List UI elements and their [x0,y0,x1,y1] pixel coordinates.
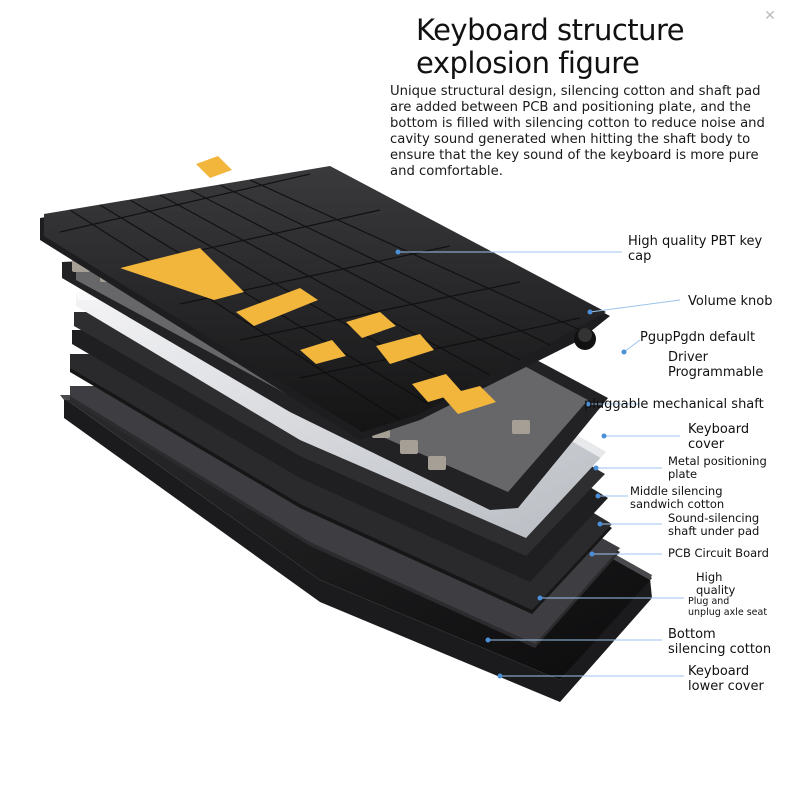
page-title: Keyboard structure explosion figure [416,14,776,80]
label-sandwich-line2: sandwich cotton [630,497,725,511]
label-keycap-line2: cap [628,249,652,264]
label-driver-line2: Programmable [668,365,764,380]
label-plate-line1: Metal positioning [668,454,767,468]
label-cover-line2: cover [688,437,725,452]
label-seat-sub: Plug and unplug axle seat [688,596,767,618]
title-line-1: Keyboard structure [416,13,685,47]
label-plate-line2: plate [668,467,698,481]
keycaps-layer [40,156,610,440]
label-pad-line2: shaft under pad [668,524,760,538]
label-pcb: PCB Circuit Board [668,546,769,560]
label-cover-line1: Keyboard [688,422,750,437]
leader-lines [398,251,684,677]
label-keycap: High quality PBT key cap [628,234,762,264]
label-pgup: PgupPgdn default [640,330,756,345]
label-shaft: pluggable mechanical shaft [584,397,764,412]
leader-dots [395,249,627,679]
label-knob: Volume knob [688,294,773,309]
label-sandwich-line1: Middle silencing [630,484,723,498]
label-bottom-line1: Bottom [668,627,716,642]
label-sandwich: Middle silencing sandwich cotton [630,485,724,511]
label-seat-line3: Plug and [688,596,730,607]
label-seat-line2: quality [696,583,736,597]
label-lower-line2: lower cover [688,679,764,694]
label-pad: Sound-silencing shaft under pad [668,512,759,538]
label-driver-line1: Driver [668,350,709,365]
close-icon: ✕ [764,7,776,23]
label-lower-line1: Keyboard [688,664,750,679]
label-seat: High quality [696,571,735,597]
label-pad-line1: Sound-silencing [668,511,760,525]
label-cover: Keyboard cover [688,422,749,452]
description-text: Unique structural design, silencing cott… [390,84,765,179]
label-lower-cover: Keyboard lower cover [688,664,764,694]
label-seat-line4: unplug axle seat [688,607,768,618]
label-bottom-cotton: Bottom silencing cotton [668,627,771,657]
label-keycap-line1: High quality PBT key [628,234,763,249]
label-driver: Driver Programmable [668,350,763,380]
label-bottom-line2: silencing cotton [668,642,772,657]
label-seat-line1: High [696,570,723,584]
label-plate: Metal positioning plate [668,455,767,481]
title-line-2: explosion figure [416,46,640,80]
